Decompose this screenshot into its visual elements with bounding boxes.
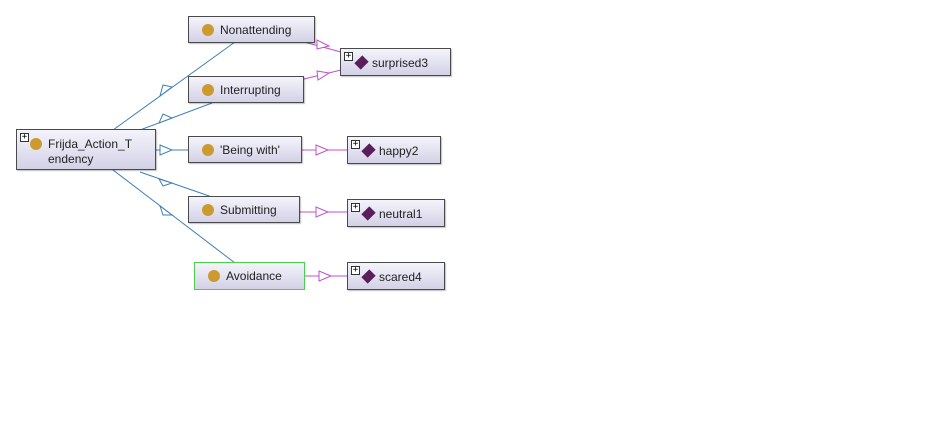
class-icon <box>202 24 214 36</box>
class-node-nonattending[interactable]: Nonattending <box>188 16 315 43</box>
individual-node-neutral1[interactable]: + neutral1 <box>347 199 445 227</box>
individual-label: happy2 <box>379 144 419 158</box>
class-label: Submitting <box>220 203 277 217</box>
expand-toggle[interactable]: + <box>344 51 353 61</box>
individual-icon <box>354 55 369 70</box>
class-node-avoidance[interactable]: Avoidance <box>194 262 305 290</box>
class-icon <box>30 138 42 150</box>
expand-toggle[interactable]: + <box>351 139 360 149</box>
arrowhead-nonattending <box>159 84 174 98</box>
arrowhead-being-with <box>159 144 174 156</box>
expand-toggle-root[interactable]: + <box>20 132 29 142</box>
class-node-interrupting[interactable]: Interrupting <box>188 76 304 103</box>
subclass-edge-interrupting <box>139 102 213 131</box>
class-icon <box>208 270 220 282</box>
class-node-being-with[interactable]: 'Being with' <box>188 136 302 163</box>
class-label: Nonattending <box>220 23 292 37</box>
individual-node-happy2[interactable]: + happy2 <box>347 136 441 164</box>
individual-label: scared4 <box>379 270 422 284</box>
class-icon <box>202 204 214 216</box>
subclass-edge-submitting <box>139 171 213 198</box>
class-label: 'Being with' <box>220 143 280 157</box>
individual-icon <box>361 206 376 221</box>
individual-label: neutral1 <box>379 207 423 221</box>
class-node-frijda-action-tendency[interactable]: + Frijda_Action_T endency <box>16 129 156 170</box>
arrowhead-submitting <box>157 178 174 187</box>
instance-arrowhead-3 <box>315 144 330 156</box>
root-label-line2: endency <box>48 152 94 166</box>
instance-arrowhead-4 <box>315 206 330 218</box>
instance-arrowhead-1 <box>316 39 331 50</box>
instance-arrowhead-5 <box>318 270 333 282</box>
arrowhead-interrupting <box>158 113 174 124</box>
individual-icon <box>361 143 376 158</box>
individual-icon <box>361 269 376 284</box>
subclass-edge-avoidance <box>112 169 236 264</box>
class-label: Interrupting <box>220 83 281 97</box>
instance-arrowhead-2 <box>316 70 331 81</box>
root-label-line1: Frijda_Action_T <box>48 137 133 151</box>
individual-node-surprised3[interactable]: + surprised3 <box>340 48 451 76</box>
expand-toggle[interactable]: + <box>351 202 360 212</box>
class-node-submitting[interactable]: Submitting <box>188 196 300 223</box>
class-icon <box>202 144 214 156</box>
class-icon <box>202 84 214 96</box>
individual-label: surprised3 <box>372 56 429 70</box>
arrowhead-avoidance <box>159 204 174 216</box>
subclass-edge-nonattending <box>112 41 236 131</box>
expand-toggle[interactable]: + <box>351 265 360 275</box>
individual-node-scared4[interactable]: + scared4 <box>347 262 445 290</box>
class-label: Avoidance <box>226 269 282 283</box>
